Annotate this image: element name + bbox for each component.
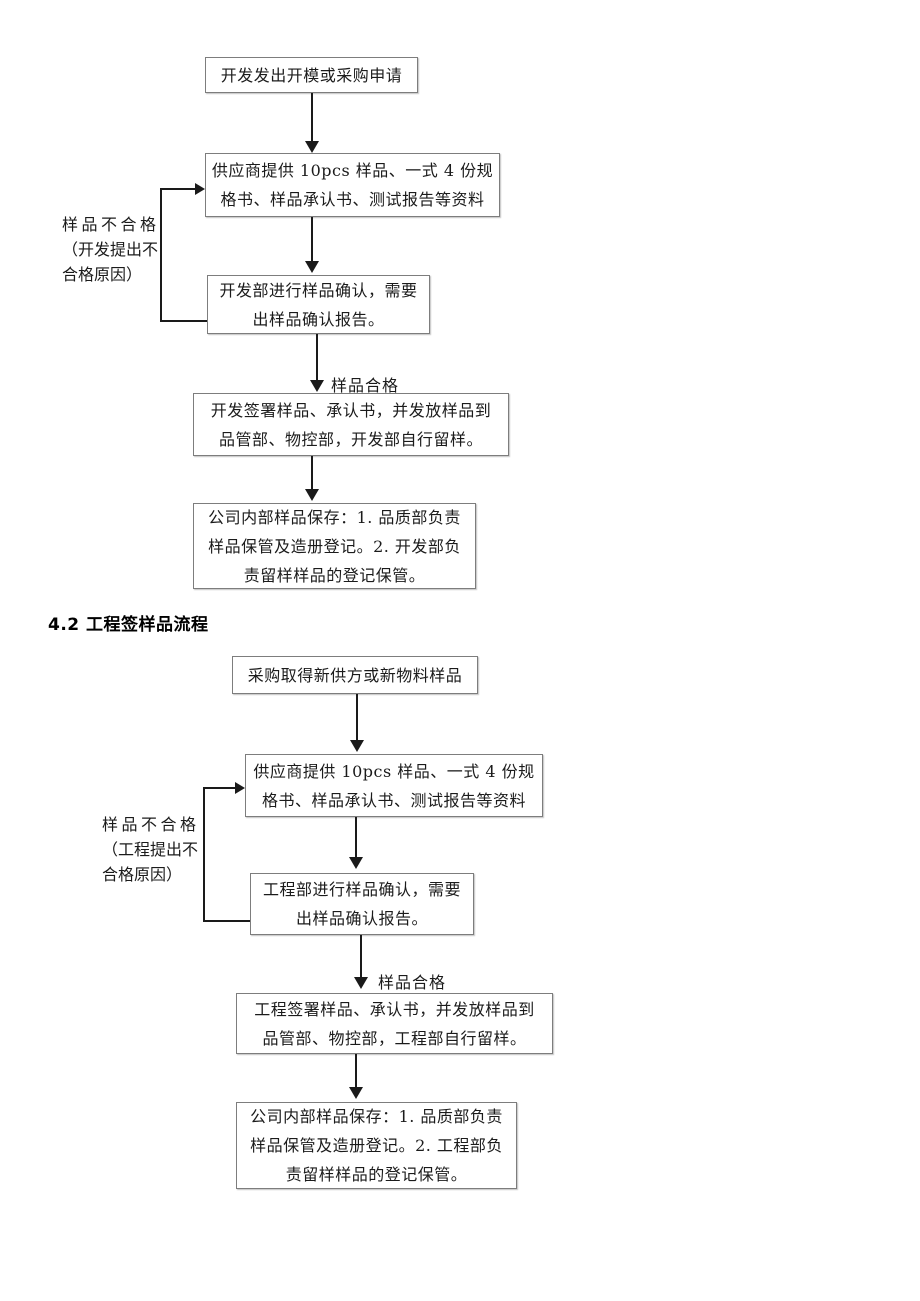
flow-dev-feedback-line-bottom [160,320,207,322]
flow-eng-box-storage: 公司内部样品保存：1. 品质部负责 样品保管及造册登记。2. 工程部负 责留样样… [236,1102,517,1189]
flow-dev-pass-label: 样品合格 [331,376,400,395]
flow-eng-arrow-3-arrowhead [354,977,368,989]
flow-eng-feedback-arrowhead [235,782,245,794]
flow-dev-reject-label: 样品不合格 （开发提出不 合格原因） [62,212,160,287]
flow-eng-feedback-line-top [203,787,235,789]
flow-eng-reject-label: 样品不合格 （工程提出不 合格原因） [102,812,200,887]
flow-eng-box-supplier-text-line2: 格书、样品承认书、测试报告等资料 [261,790,526,810]
flow-dev-box-sign-text-line1: 开发签署样品、承认书，并发放样品到 [210,400,492,420]
flow-dev-reject-label-line2: （开发提出不 [62,240,159,259]
flow-dev-box-supplier-text-line2: 格书、样品承认书、测试报告等资料 [220,190,485,209]
flow-dev-arrow-3-line [316,334,318,381]
flow-eng-box-supplier: 供应商提供 10pcs 样品、一式 4 份规 格书、样品承认书、测试报告等资料 [245,754,543,817]
flow-eng-box-confirm-text-line2: 出样品确认报告。 [295,909,428,928]
flow-eng-box-storage-text-line1: 公司内部样品保存：1. 品质部负责 [250,1107,503,1126]
flow-dev-arrow-2-line [311,217,313,261]
flow-dev-box-storage: 公司内部样品保存：1. 品质部负责 样品保管及造册登记。2. 开发部负 责留样样… [193,503,476,589]
flow-eng-arrow-1-arrowhead [350,740,364,752]
flow-dev-arrow-3-arrowhead [310,380,324,392]
flow-eng-box-confirm: 工程部进行样品确认，需要 出样品确认报告。 [250,873,474,935]
flow-eng-arrow-2-line [355,817,357,858]
flow-dev-box-confirm-text-line2: 出样品确认报告。 [252,309,385,329]
flow-dev-arrow-1-arrowhead [305,141,319,153]
flow-dev-box-sign: 开发签署样品、承认书，并发放样品到 品管部、物控部，开发部自行留样。 [193,393,509,456]
flow-dev-arrow-1-line [311,93,313,142]
flow-eng-reject-label-line2: （工程提出不 [102,840,199,859]
flow-dev-box-request-text: 开发发出开模或采购申请 [220,65,403,85]
flow-dev-reject-label-line1: 样品不合格 [62,215,160,234]
flow-eng-reject-label-line3: 合格原因） [102,865,183,884]
flow-eng-pass-label: 样品合格 [378,973,447,992]
flow-eng-arrow-4-line [355,1054,357,1088]
flow-eng-reject-label-line1: 样品不合格 [102,815,200,834]
flow-eng-box-sign-text-line1: 工程签署样品、承认书，并发放样品到 [254,999,535,1019]
section-heading: 4.2 工程签样品流程 [48,615,209,635]
flow-dev-feedback-line-top [160,188,195,190]
flow-eng-arrow-1-line [356,694,358,741]
flow-eng-box-storage-text-line3: 责留样样品的登记保管。 [285,1165,468,1184]
flow-dev-box-storage-text-line3: 责留样样品的登记保管。 [243,565,426,585]
flow-eng-box-supplier-text-line1: 供应商提供 10pcs 样品、一式 4 份规 [253,761,535,781]
flow-dev-arrow-4-arrowhead [305,489,319,501]
flow-dev-box-sign-text-line2: 品管部、物控部，开发部自行留样。 [218,429,483,449]
flow-eng-arrow-4-arrowhead [349,1087,363,1099]
flow-eng-box-sign: 工程签署样品、承认书，并发放样品到 品管部、物控部，工程部自行留样。 [236,993,553,1054]
flow-dev-box-confirm-text-line1: 开发部进行样品确认，需要 [219,280,418,300]
flow-dev-box-supplier: 供应商提供 10pcs 样品、一式 4 份规 格书、样品承认书、测试报告等资料 [205,153,500,217]
flow-eng-box-sign-text-line2: 品管部、物控部，工程部自行留样。 [262,1028,527,1048]
flow-dev-box-request: 开发发出开模或采购申请 [205,57,418,93]
flow-dev-box-storage-text-line1: 公司内部样品保存：1. 品质部负责 [208,507,461,527]
flow-dev-arrow-4-line [311,456,313,490]
flow-eng-feedback-line-bottom [203,920,250,922]
flow-dev-arrow-2-arrowhead [305,261,319,273]
flow-eng-arrow-2-arrowhead [349,857,363,869]
flow-dev-box-storage-text-line2: 样品保管及造册登记。2. 开发部负 [208,536,461,556]
flow-eng-box-request-text: 采购取得新供方或新物料样品 [247,665,463,685]
flow-eng-box-storage-text-line2: 样品保管及造册登记。2. 工程部负 [250,1136,503,1155]
flow-eng-feedback-line-vertical [203,787,205,922]
flow-dev-feedback-line-vertical [160,188,162,322]
flow-dev-feedback-arrowhead [195,183,205,195]
flow-eng-arrow-3-line [360,935,362,978]
flow-dev-reject-label-line3: 合格原因） [62,265,143,284]
flow-dev-box-supplier-text-line1: 供应商提供 10pcs 样品、一式 4 份规 [211,161,494,180]
flow-eng-box-request: 采购取得新供方或新物料样品 [232,656,478,694]
flow-eng-box-confirm-text-line1: 工程部进行样品确认，需要 [262,880,461,899]
flow-dev-box-confirm: 开发部进行样品确认，需要 出样品确认报告。 [207,275,430,334]
